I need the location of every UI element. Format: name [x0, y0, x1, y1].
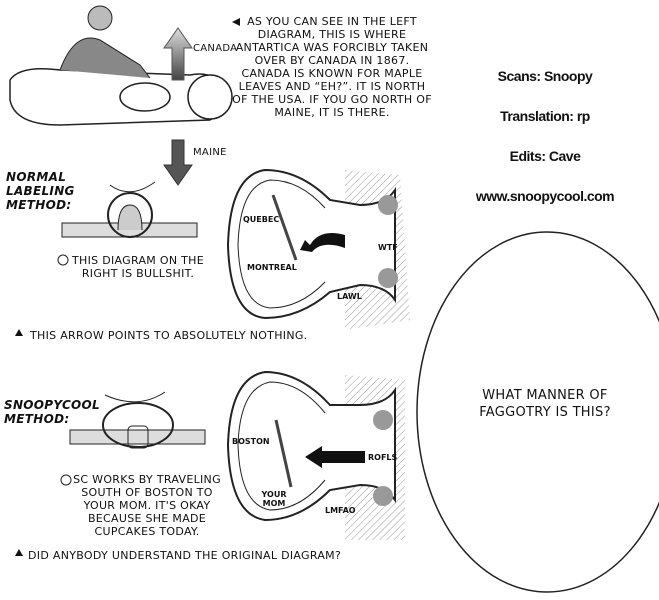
- label-rofls: ROFLS: [368, 453, 398, 462]
- label-lmfao: LMFAO: [325, 506, 356, 515]
- label-your-mom: YOUR MOM: [261, 490, 287, 508]
- circle-bullet-icon: [60, 474, 72, 486]
- arrow-down-icon: [163, 139, 193, 186]
- speech-bubble-text: What manner of faggotry is this?: [479, 388, 611, 420]
- circle-bullet-icon: [57, 254, 69, 266]
- triangle-left-icon: [232, 18, 240, 26]
- credit-website: www.snoopycool.com: [475, 188, 615, 204]
- credit-scans: Scans: Snoopy: [497, 68, 593, 84]
- snoopycool-suture-illustration: [69, 391, 206, 449]
- canada-label: CANADA: [193, 43, 238, 54]
- wound-diagram-bottom: [226, 370, 405, 540]
- arrow-up-icon: [163, 27, 193, 81]
- triangle-up-icon: [15, 549, 23, 556]
- triangle-up-icon: [15, 329, 23, 336]
- maine-label: MAINE: [193, 147, 227, 158]
- top-caption: As you can see in the left diagram, this…: [232, 15, 432, 119]
- normal-suture-illustration: [61, 181, 198, 238]
- label-quebec: QUEBEC: [243, 215, 280, 224]
- snoopycool-caption: SC works by traveling south of Boston to…: [73, 473, 221, 538]
- label-wtf: WTF: [378, 243, 398, 252]
- credit-translation: Translation: rp: [500, 108, 590, 124]
- double-arrow-icon: [271, 194, 298, 261]
- wound-diagram-top: [226, 168, 410, 330]
- normal-method-heading: Normal labeling method:: [6, 170, 75, 212]
- snoopycool-note: Did anybody understand the original diag…: [28, 549, 342, 562]
- credit-edits: Edits: Cave: [509, 148, 581, 164]
- label-montreal: MONTREAL: [247, 263, 297, 272]
- snoopycool-method-heading: Snoopycool method:: [4, 398, 100, 426]
- label-lawl: LAWL: [337, 292, 362, 301]
- speech-bubble: [416, 231, 659, 593]
- patient-illustration: [9, 5, 233, 126]
- normal-caption: This diagram on the right is bullshit.: [71, 254, 205, 280]
- label-boston: BOSTON: [232, 437, 270, 446]
- normal-note: This arrow points to absolutely nothing.: [30, 329, 308, 342]
- double-arrow-icon: [274, 419, 293, 488]
